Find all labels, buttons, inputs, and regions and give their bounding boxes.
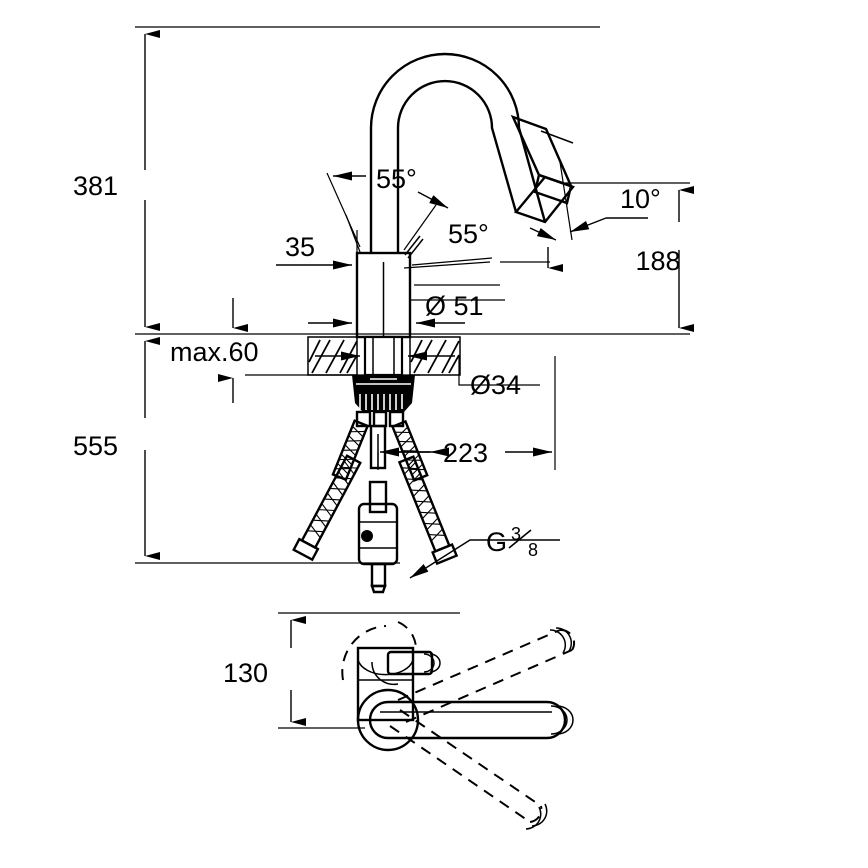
- plan-lever-handle: [386, 650, 441, 676]
- plan-handle-arcs: [341, 621, 418, 686]
- plan-spout: [368, 700, 574, 740]
- dimension-max60: max.60: [170, 298, 420, 403]
- aerator-lower: [525, 803, 548, 830]
- dimension-dia34-label: Ø34: [470, 370, 521, 400]
- braid-texture: [401, 461, 446, 542]
- dimension-555: 555: [73, 337, 400, 564]
- hose-upper-right: [390, 419, 429, 482]
- braid-texture: [307, 460, 358, 539]
- dimension-angle-10: 10°: [559, 161, 661, 241]
- knurl-lines: [356, 378, 411, 410]
- swing-position-lower: [389, 709, 548, 830]
- dimension-dia51: Ø 51: [308, 284, 505, 328]
- dimension-223: 223: [377, 356, 556, 470]
- dimension-381-label: 381: [73, 171, 118, 201]
- dimension-555-label: 555: [73, 431, 118, 461]
- dimension-angle-55-right-label: 55°: [448, 219, 489, 249]
- handle-lever: [404, 235, 424, 259]
- thread-numerator-label: 3: [511, 524, 521, 544]
- dimension-130: 130: [223, 612, 460, 729]
- aerator-plan: [550, 705, 574, 735]
- dimension-223-label: 223: [443, 438, 488, 468]
- dimension-35-label: 35: [285, 232, 315, 262]
- dimension-188-label: 188: [635, 246, 680, 276]
- fixing-nut: [352, 375, 415, 428]
- spray-head: [510, 114, 574, 205]
- dimension-130-label: 130: [223, 658, 268, 688]
- plan-body-block: [356, 646, 415, 722]
- label-thread-g38: G 3 8: [409, 524, 560, 579]
- dimension-max60-label: max.60: [170, 337, 259, 367]
- dimension-angle-55-right: 55°: [403, 191, 563, 272]
- dimension-angle-55-left-label: 55°: [376, 164, 417, 194]
- dimension-dia34: Ø34: [315, 351, 540, 400]
- dimension-angle-55-left: 55°: [326, 164, 417, 253]
- braid-texture: [335, 425, 366, 475]
- hose-long-left: [292, 454, 362, 562]
- thread-prefix-label: G: [486, 527, 507, 557]
- pullout-hose-weight: [357, 424, 399, 594]
- dimension-188: 188: [560, 182, 694, 332]
- dimension-381: 381: [73, 26, 600, 331]
- braided-hoses: [292, 419, 459, 566]
- dimension-angle-10-label: 10°: [620, 184, 661, 214]
- mixer-body-column: [355, 251, 412, 339]
- hose-upper-left: [331, 419, 370, 482]
- dimension-dia51-label: Ø 51: [425, 291, 484, 321]
- top-plan-view: 130: [223, 612, 576, 830]
- thread-denominator-label: 8: [528, 540, 538, 560]
- swing-position-upper: [397, 627, 576, 723]
- dimension-35: 35: [276, 230, 358, 270]
- aerator-upper: [549, 627, 573, 654]
